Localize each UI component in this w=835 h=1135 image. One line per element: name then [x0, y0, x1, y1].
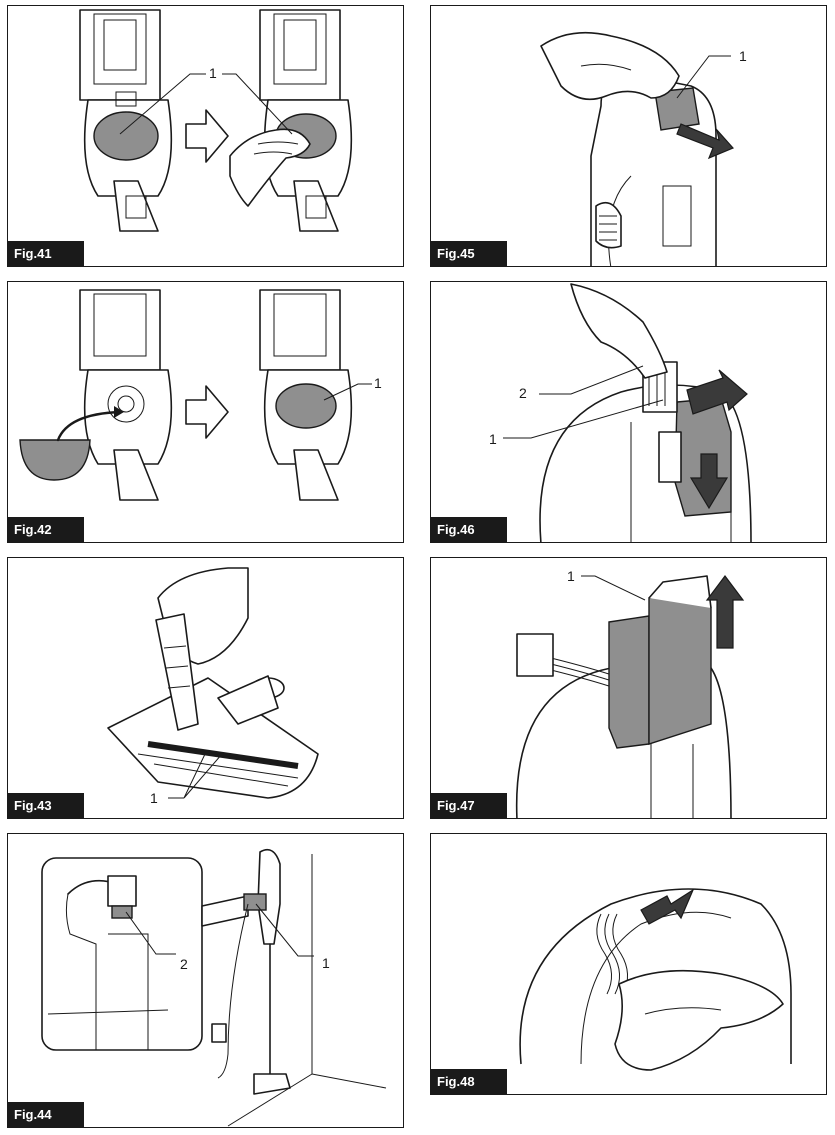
up-arrow-icon — [705, 575, 745, 649]
callout-2: 2 — [180, 956, 188, 972]
figure-label: Fig.47 — [431, 793, 507, 818]
hand-icon — [229, 128, 311, 207]
floor-nozzle — [253, 1073, 291, 1095]
callout-1: 1 — [374, 375, 382, 391]
callout-1: 1 — [489, 431, 497, 447]
push-arrow-icon — [686, 369, 748, 415]
charger-plug — [107, 875, 137, 907]
figure-label: Fig.46 — [431, 517, 507, 542]
figure-45-illustration — [540, 31, 735, 266]
vacuum-head-open-right — [259, 289, 353, 501]
callout-1: 1 — [567, 568, 575, 584]
battery-pack — [648, 589, 712, 745]
figure-label: Fig.44 — [8, 1102, 84, 1127]
wall-outlet — [211, 1023, 227, 1043]
vacuum-head-open-left — [79, 289, 173, 501]
outline-arrow-icon — [185, 109, 229, 163]
outline-arrow-icon — [185, 385, 229, 439]
down-arrow-icon — [689, 453, 729, 510]
callout-1: 1 — [209, 65, 217, 81]
figure-45-panel: 1 Fig.45 — [430, 5, 827, 267]
push-arrow-icon — [640, 888, 695, 925]
figure-44-illustration — [41, 848, 387, 1127]
figure-47-panel: 1 Fig.47 — [430, 557, 827, 819]
hand-icon — [614, 969, 784, 1071]
figure-label: Fig.42 — [8, 517, 84, 542]
figure-label: Fig.41 — [8, 241, 84, 266]
pull-arrow-icon — [676, 123, 735, 160]
figure-label: Fig.48 — [431, 1069, 507, 1094]
callout-1: 1 — [150, 790, 158, 806]
figure-42-panel: 1 Fig.42 — [7, 281, 404, 543]
figure-42-illustration — [19, 289, 372, 501]
figure-48-illustration — [519, 888, 792, 1071]
figure-48-panel: Fig.48 — [430, 833, 827, 1095]
figure-41-illustration — [79, 9, 353, 232]
vacuum-head-open-right — [229, 9, 353, 232]
figure-44-panel: 2 1 Fig.44 — [7, 833, 404, 1128]
hand-icon — [570, 283, 668, 379]
figure-label: Fig.43 — [8, 793, 84, 818]
floor-nozzle — [107, 677, 319, 799]
detail-inset — [41, 857, 203, 1051]
figure-43-panel: 1 Fig.43 — [7, 557, 404, 819]
stick-vacuum — [257, 848, 281, 945]
callout-1: 1 — [322, 955, 330, 971]
figure-41-panel: 1 Fig.41 — [7, 5, 404, 267]
callout-1: 1 — [739, 48, 747, 64]
figure-46-panel: 2 1 Fig.46 — [430, 281, 827, 543]
callout-2: 2 — [519, 385, 527, 401]
hand-icon — [540, 31, 680, 101]
vent-grille — [595, 201, 622, 249]
figure-43-illustration — [107, 567, 319, 799]
filter-icon — [19, 439, 91, 481]
figure-46-illustration — [503, 283, 752, 542]
adhesive-tape — [155, 613, 199, 731]
battery-side — [608, 615, 650, 749]
figure-label: Fig.45 — [431, 241, 507, 266]
figure-47-illustration — [515, 575, 745, 818]
battery-latch — [654, 87, 700, 131]
vacuum-head-open-left — [79, 9, 173, 232]
connector-plug — [516, 633, 554, 677]
